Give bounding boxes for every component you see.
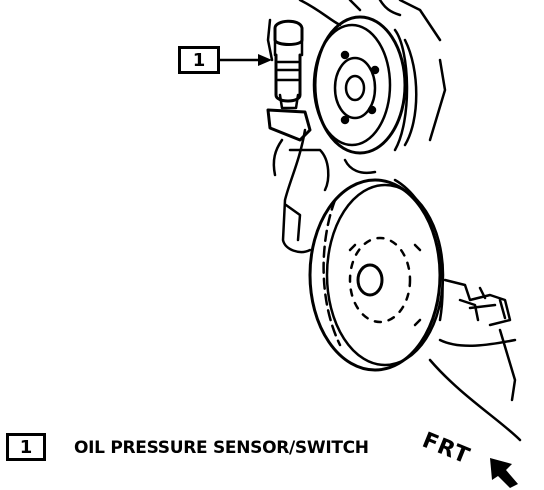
upper-pulley: [312, 15, 418, 155]
oil-pressure-sensor: [273, 19, 304, 110]
timing-cover: [428, 278, 522, 442]
legend-number: 1: [19, 436, 33, 458]
callout-leader: [218, 54, 272, 66]
callout-number: 1: [192, 49, 206, 71]
engine-block: [266, 0, 447, 254]
arrow-icon: [490, 458, 518, 488]
legend-number-box: 1: [6, 433, 46, 461]
legend-label: OIL PRESSURE SENSOR/SWITCH: [74, 438, 369, 458]
callout-1: 1: [178, 46, 220, 74]
crankshaft-pulley: [308, 178, 445, 372]
